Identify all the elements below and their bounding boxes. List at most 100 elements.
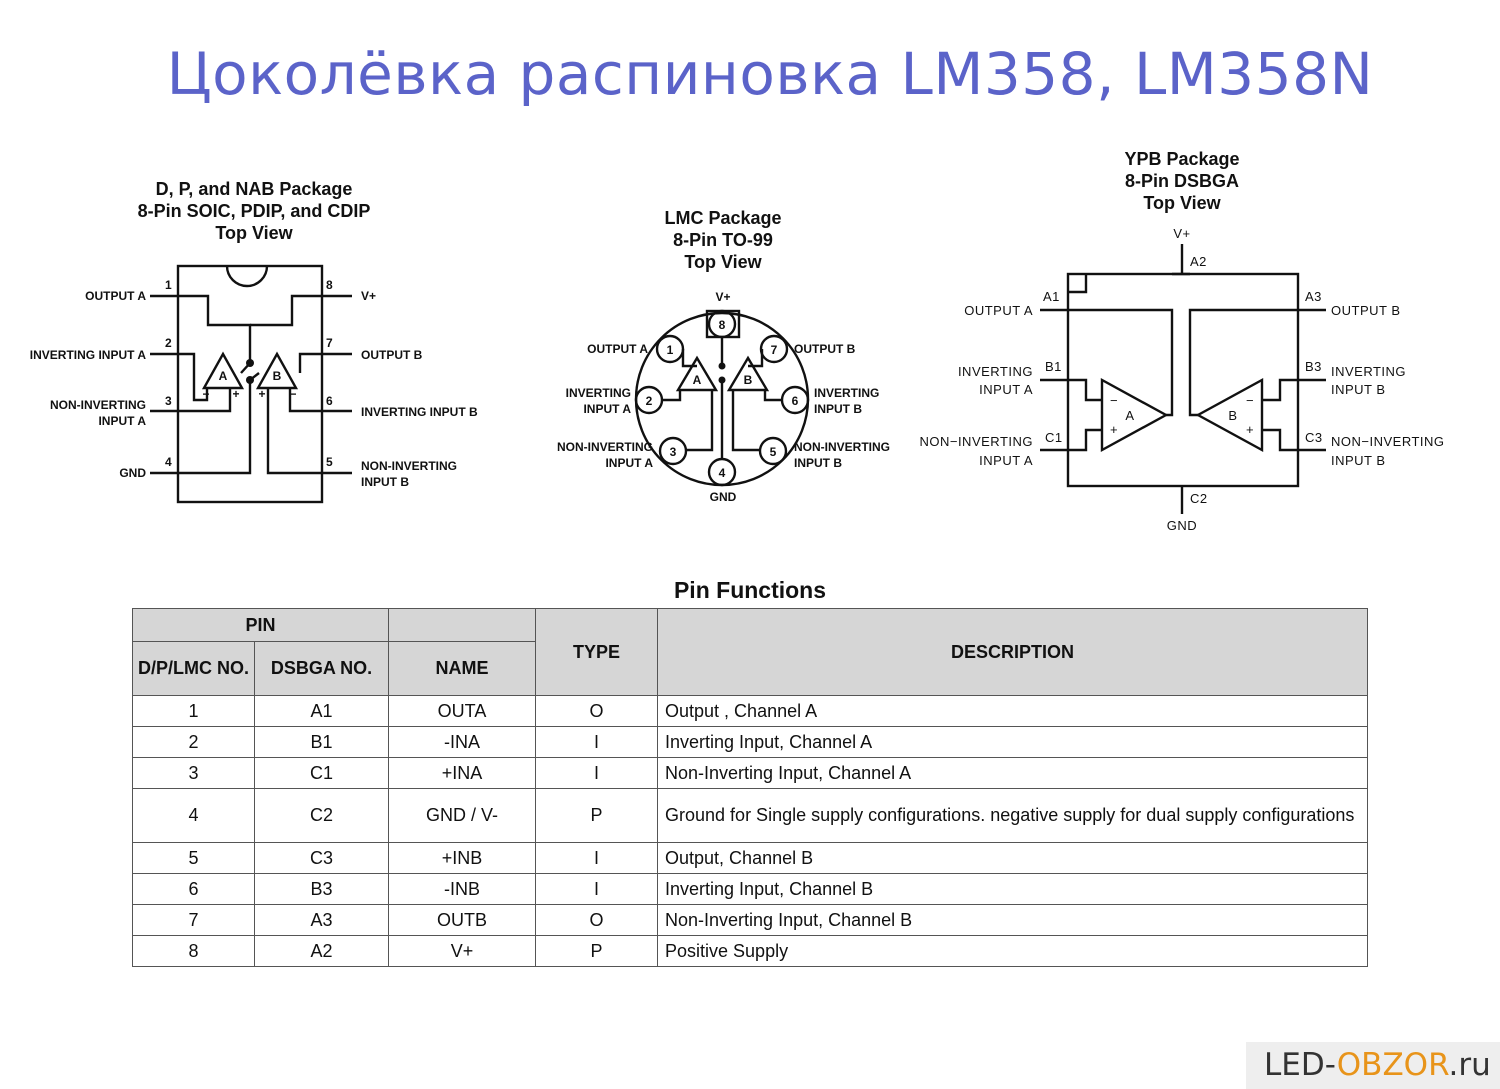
- dsbga-opamp-a: [1100, 377, 1169, 453]
- dsbga-label-output-a: OUTPUT A: [964, 303, 1033, 318]
- cell-type: O: [535, 904, 659, 936]
- dip-opamp-b: [255, 351, 299, 390]
- dip-title-line3: Top View: [215, 223, 293, 243]
- to99-pin-6: 6: [780, 385, 810, 415]
- cell-dplmc: 3: [132, 757, 255, 789]
- dip-label-noninverting-a-1: NON-INVERTING: [50, 398, 146, 412]
- dsbga-label-inverting-b-1: INVERTING: [1331, 364, 1406, 379]
- dip-title-line1: D, P, and NAB Package: [156, 179, 353, 199]
- cell-type: I: [535, 842, 659, 874]
- cell-type: I: [535, 873, 659, 905]
- table-row: 6 B3 -INB I Inverting Input, Channel B: [132, 873, 1369, 905]
- table-row: 5 C3 +INB I Output, Channel B: [132, 842, 1369, 874]
- dsbga-label-noninverting-a-1: NON−INVERTING: [919, 434, 1033, 449]
- dsbga-ball-a2: A2: [1190, 254, 1207, 269]
- dip-amp-b-plus: +: [258, 387, 265, 401]
- to99-pin-1: 1: [655, 334, 685, 364]
- dsbga-title-line2: 8-Pin DSBGA: [1125, 171, 1239, 191]
- cell-dsbga: C3: [253, 842, 390, 874]
- header-dplmc: D/P/LMC NO.: [132, 641, 255, 696]
- cell-dsbga: B3: [253, 873, 390, 905]
- dip-pin-num-8: 8: [326, 278, 333, 292]
- dsbga-label-inverting-a-2: INPUT A: [979, 382, 1033, 397]
- dip-amp-a-label: A: [219, 369, 228, 383]
- cell-type: P: [535, 935, 659, 967]
- to99-package-diagram: LMC Package 8-Pin TO-99 Top View A B 8 1: [557, 208, 890, 504]
- watermark-part1: LED-: [1264, 1047, 1337, 1083]
- dip-pin-num-1: 1: [165, 278, 172, 292]
- dsbga-opamp-b: [1195, 377, 1264, 453]
- cell-description: Output , Channel A: [657, 695, 1369, 727]
- to99-label-noninverting-a-1: NON-INVERTING: [557, 440, 653, 454]
- header-description: DESCRIPTION: [657, 608, 1369, 696]
- page-title: Цоколёвка распиновка LM358, LM358N: [166, 40, 1374, 108]
- table-row: 2 B1 -INA I Inverting Input, Channel A: [132, 726, 1369, 758]
- dsbga-amp-a-plus: +: [1110, 422, 1118, 437]
- dsbga-label-inverting-b-2: INPUT B: [1331, 382, 1386, 397]
- cell-description: Ground for Single supply configurations.…: [657, 788, 1369, 843]
- dip-pin-num-5: 5: [326, 455, 333, 469]
- header-pin: PIN: [131, 608, 390, 642]
- cell-dsbga: C2: [253, 788, 390, 843]
- dip-label-inverting-a: INVERTING INPUT A: [30, 348, 147, 362]
- dsbga-label-noninverting-a-2: INPUT A: [979, 453, 1033, 468]
- to99-opamp-a: [675, 355, 719, 392]
- pinout-diagrams: D, P, and NAB Package 8-Pin SOIC, PDIP, …: [30, 149, 1444, 533]
- dip-amp-b-minus: −: [289, 387, 296, 401]
- dip-package-diagram: D, P, and NAB Package 8-Pin SOIC, PDIP, …: [30, 179, 478, 504]
- dip-label-noninverting-a-2: INPUT A: [98, 414, 146, 428]
- cell-description: Positive Supply: [657, 935, 1369, 967]
- dsbga-label-vplus: V+: [1173, 226, 1190, 241]
- table-row: 1 A1 OUTA O Output , Channel A: [132, 695, 1369, 727]
- cell-dplmc: 5: [132, 842, 255, 874]
- dsbga-ball-c3: C3: [1305, 430, 1323, 445]
- cell-dplmc: 2: [132, 726, 255, 758]
- dsbga-amp-a-minus: −: [1110, 393, 1118, 408]
- dip-label-noninverting-b-1: NON-INVERTING: [361, 459, 457, 473]
- dip-label-gnd: GND: [119, 466, 146, 480]
- cell-dplmc: 8: [132, 935, 255, 967]
- watermark-part2: OBZOR: [1336, 1047, 1449, 1083]
- dip-pin-num-6: 6: [326, 394, 333, 408]
- cell-description: Inverting Input, Channel B: [657, 873, 1369, 905]
- cell-dsbga: C1: [253, 757, 390, 789]
- pin-functions-table: PIN TYPE DESCRIPTION D/P/LMC NO. DSBGA N…: [131, 608, 1369, 967]
- dip-opamp-a: [201, 351, 245, 390]
- to99-label-output-a: OUTPUT A: [587, 342, 648, 356]
- to99-label-noninverting-b-1: NON-INVERTING: [794, 440, 890, 454]
- cell-dplmc: 1: [132, 695, 255, 727]
- dip-amp-a-plus: +: [232, 387, 239, 401]
- dip-amp-b-label: B: [273, 369, 282, 383]
- cell-name: +INA: [388, 757, 537, 789]
- dip-body: [176, 264, 324, 504]
- cell-type: P: [535, 788, 659, 843]
- cell-description: Non-Inverting Input, Channel A: [657, 757, 1369, 789]
- dsbga-ball-a3: A3: [1305, 289, 1322, 304]
- dip-pin-num-4: 4: [165, 455, 172, 469]
- dip-junction-dot-1: [246, 359, 254, 367]
- header-pin-spacer: [388, 608, 537, 642]
- to99-label-noninverting-a-2: INPUT A: [605, 456, 653, 470]
- table-row: 7 A3 OUTB O Non-Inverting Input, Channel…: [132, 904, 1369, 936]
- table-row: 3 C1 +INA I Non-Inverting Input, Channel…: [132, 757, 1369, 789]
- pin-functions-title: Pin Functions: [673, 577, 827, 603]
- dsbga-label-noninverting-b-1: NON−INVERTING: [1331, 434, 1445, 449]
- dsbga-amp-b-label: B: [1228, 408, 1237, 423]
- cell-name: GND / V-: [388, 788, 537, 843]
- to99-pin-num-2: 2: [646, 394, 653, 408]
- to99-title-line2: 8-Pin TO-99: [673, 230, 773, 250]
- to99-pin-7: 7: [759, 334, 789, 364]
- dip-pin-num-7: 7: [326, 336, 333, 350]
- dsbga-package-diagram: YPB Package 8-Pin DSBGA Top View V+ A2 C…: [919, 149, 1444, 533]
- cell-description: Inverting Input, Channel A: [657, 726, 1369, 758]
- cell-name: -INA: [388, 726, 537, 758]
- to99-label-output-b: OUTPUT B: [794, 342, 856, 356]
- to99-title-line1: LMC Package: [664, 208, 781, 228]
- dsbga-amp-a-label: A: [1125, 408, 1134, 423]
- cell-name: OUTB: [388, 904, 537, 936]
- to99-amp-b-label: B: [744, 373, 753, 387]
- cell-dplmc: 4: [132, 788, 255, 843]
- to99-pin-num-3: 3: [670, 445, 677, 459]
- to99-pin-num-7: 7: [771, 343, 778, 357]
- dip-amp-a-minus: −: [202, 387, 209, 401]
